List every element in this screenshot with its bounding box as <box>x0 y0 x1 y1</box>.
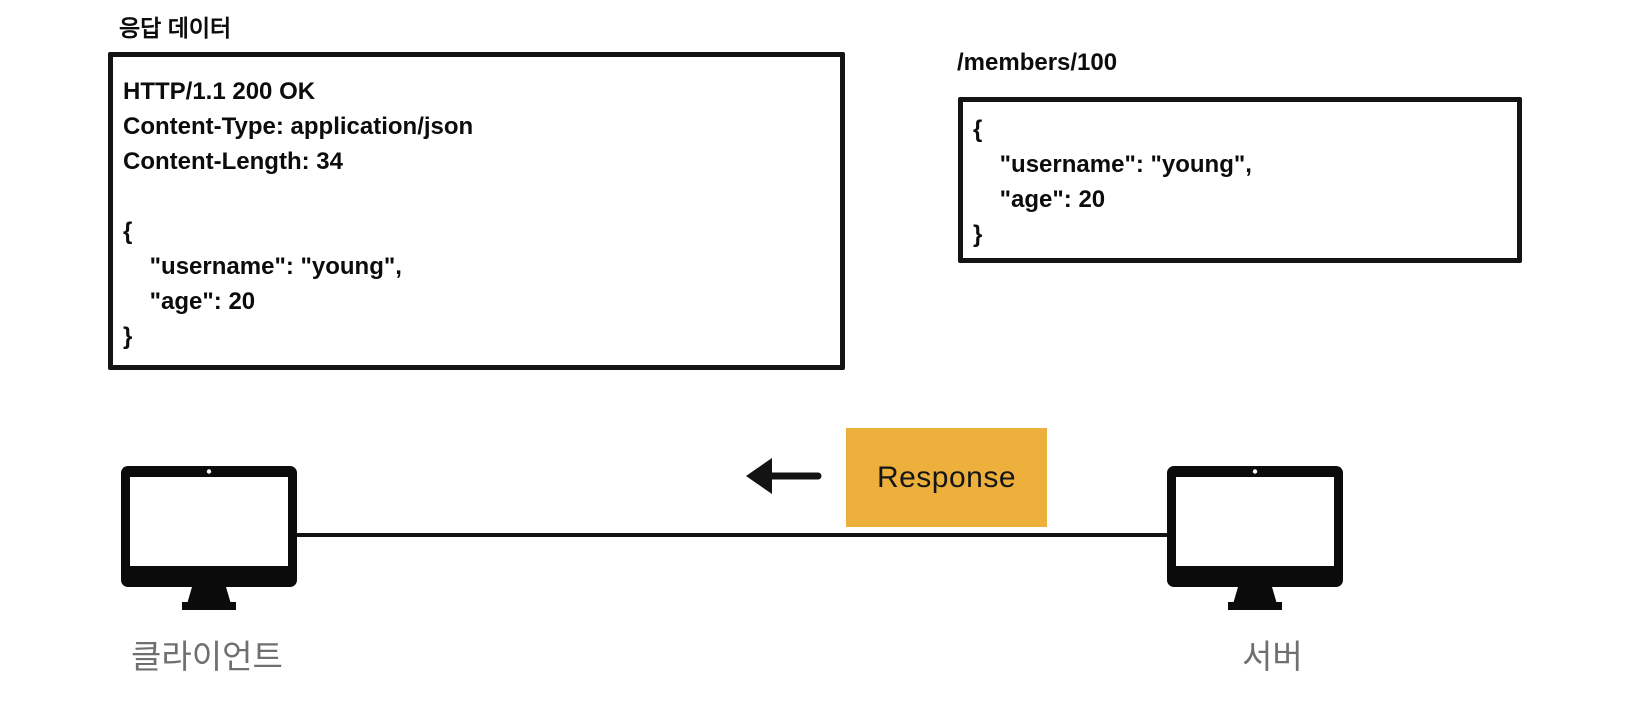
client-label: 클라이언트 <box>131 638 283 675</box>
json-username-field: "username": "young", <box>973 151 1252 178</box>
content-type-header: Content-Type: application/json <box>123 113 474 140</box>
blank-line <box>123 179 830 214</box>
server-label: 서버 <box>1242 638 1303 675</box>
connection-line <box>296 533 1168 537</box>
server-monitor-icon <box>1167 466 1343 610</box>
content-length-header: Content-Length: 34 <box>123 148 343 175</box>
left-arrow-icon <box>746 458 822 494</box>
response-data-box: HTTP/1.1 200 OK Content-Type: applicatio… <box>108 52 845 370</box>
client-monitor-icon <box>121 466 297 610</box>
json-close-brace: } <box>123 323 133 350</box>
resource-path-title: /members/100 <box>957 49 1118 76</box>
response-data-title: 응답 데이터 <box>119 15 232 41</box>
json-close-brace: } <box>973 221 983 248</box>
json-open-brace: { <box>973 116 983 143</box>
json-username-field: "username": "young", <box>123 253 402 280</box>
json-age-field: "age": 20 <box>123 288 256 315</box>
json-age-field: "age": 20 <box>973 186 1106 213</box>
http-status-line: HTTP/1.1 200 OK <box>123 78 316 105</box>
response-label-chip: Response <box>846 428 1047 527</box>
resource-json-box: { "username": "young", "age": 20 } <box>958 97 1522 263</box>
json-open-brace: { <box>123 218 133 245</box>
